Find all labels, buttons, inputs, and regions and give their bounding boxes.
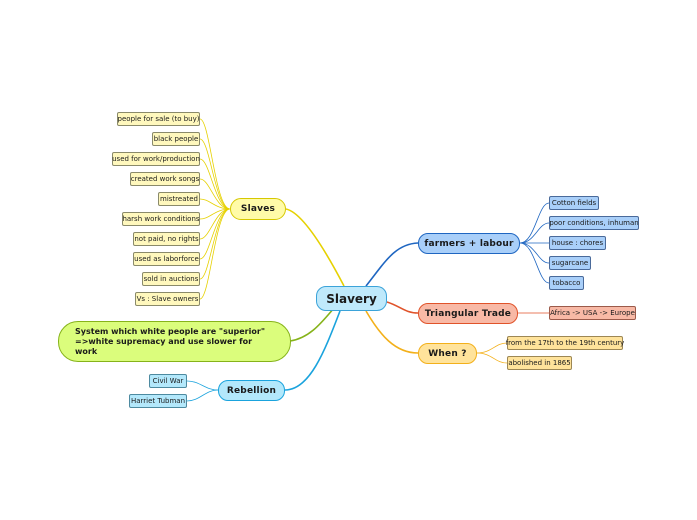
farmers-item-sugarcane[interactable]: sugarcane: [549, 256, 591, 270]
when-item-abolished[interactable]: abolished in 1865: [507, 356, 572, 370]
rebellion-item-civil-war[interactable]: Civil War: [149, 374, 187, 388]
topic-when[interactable]: When ?: [418, 343, 477, 364]
farmers-item-house-chores[interactable]: house : chores: [549, 236, 606, 250]
farmers-item-cotton-fields[interactable]: Cotton fields: [549, 196, 599, 210]
slaves-item-used-for-work[interactable]: used for work/production: [112, 152, 200, 166]
connector-definition: [289, 307, 335, 342]
when-leaf-connectors: [476, 342, 508, 364]
rebellion-item-harriet-tubman[interactable]: Harriet Tubman: [129, 394, 187, 408]
connector-farmers: [365, 242, 419, 287]
connector-triangular: [386, 301, 419, 314]
topic-rebellion[interactable]: Rebellion: [218, 380, 285, 401]
farmers-item-poor-conditions[interactable]: poor conditions, inhuman: [549, 216, 639, 230]
slaves-leaf-connectors: [199, 118, 231, 300]
slaves-item-mistreated[interactable]: mistreated: [158, 192, 200, 206]
connector-rebellion: [284, 310, 341, 391]
topic-farmers-labour[interactable]: farmers + labour: [418, 233, 520, 254]
slaves-item-slave-owners[interactable]: Vs : Slave owners: [135, 292, 200, 306]
slaves-item-harsh-conditions[interactable]: harsh work conditions: [122, 212, 200, 226]
topic-triangular-trade[interactable]: Triangular Trade: [418, 303, 518, 324]
topic-slaves[interactable]: Slaves: [230, 198, 286, 220]
connector-when: [365, 310, 419, 354]
when-item-period[interactable]: from the 17th to the 19th century: [506, 336, 624, 350]
farmers-item-tobacco[interactable]: tobacco: [549, 276, 584, 290]
slaves-item-laborforce[interactable]: used as laborforce: [133, 252, 200, 266]
slaves-item-people-for-sale[interactable]: people for sale (to buy): [117, 112, 200, 126]
central-topic[interactable]: Slavery: [316, 286, 387, 311]
rebellion-leaf-connectors: [186, 380, 219, 402]
slaves-item-black-people[interactable]: black people: [152, 132, 200, 146]
slaves-item-not-paid[interactable]: not paid, no rights: [133, 232, 200, 246]
triangular-item-route[interactable]: Africa -> USA -> Europe: [549, 306, 636, 320]
slaves-item-work-songs[interactable]: created work songs: [130, 172, 200, 186]
slaves-item-auctions[interactable]: sold in auctions: [142, 272, 200, 286]
topic-definition[interactable]: System which white people are "superior"…: [58, 321, 291, 362]
definition-text: System which white people are "superior"…: [75, 326, 265, 356]
farmers-leaf-connectors: [519, 202, 550, 284]
connector-slaves: [285, 208, 345, 287]
